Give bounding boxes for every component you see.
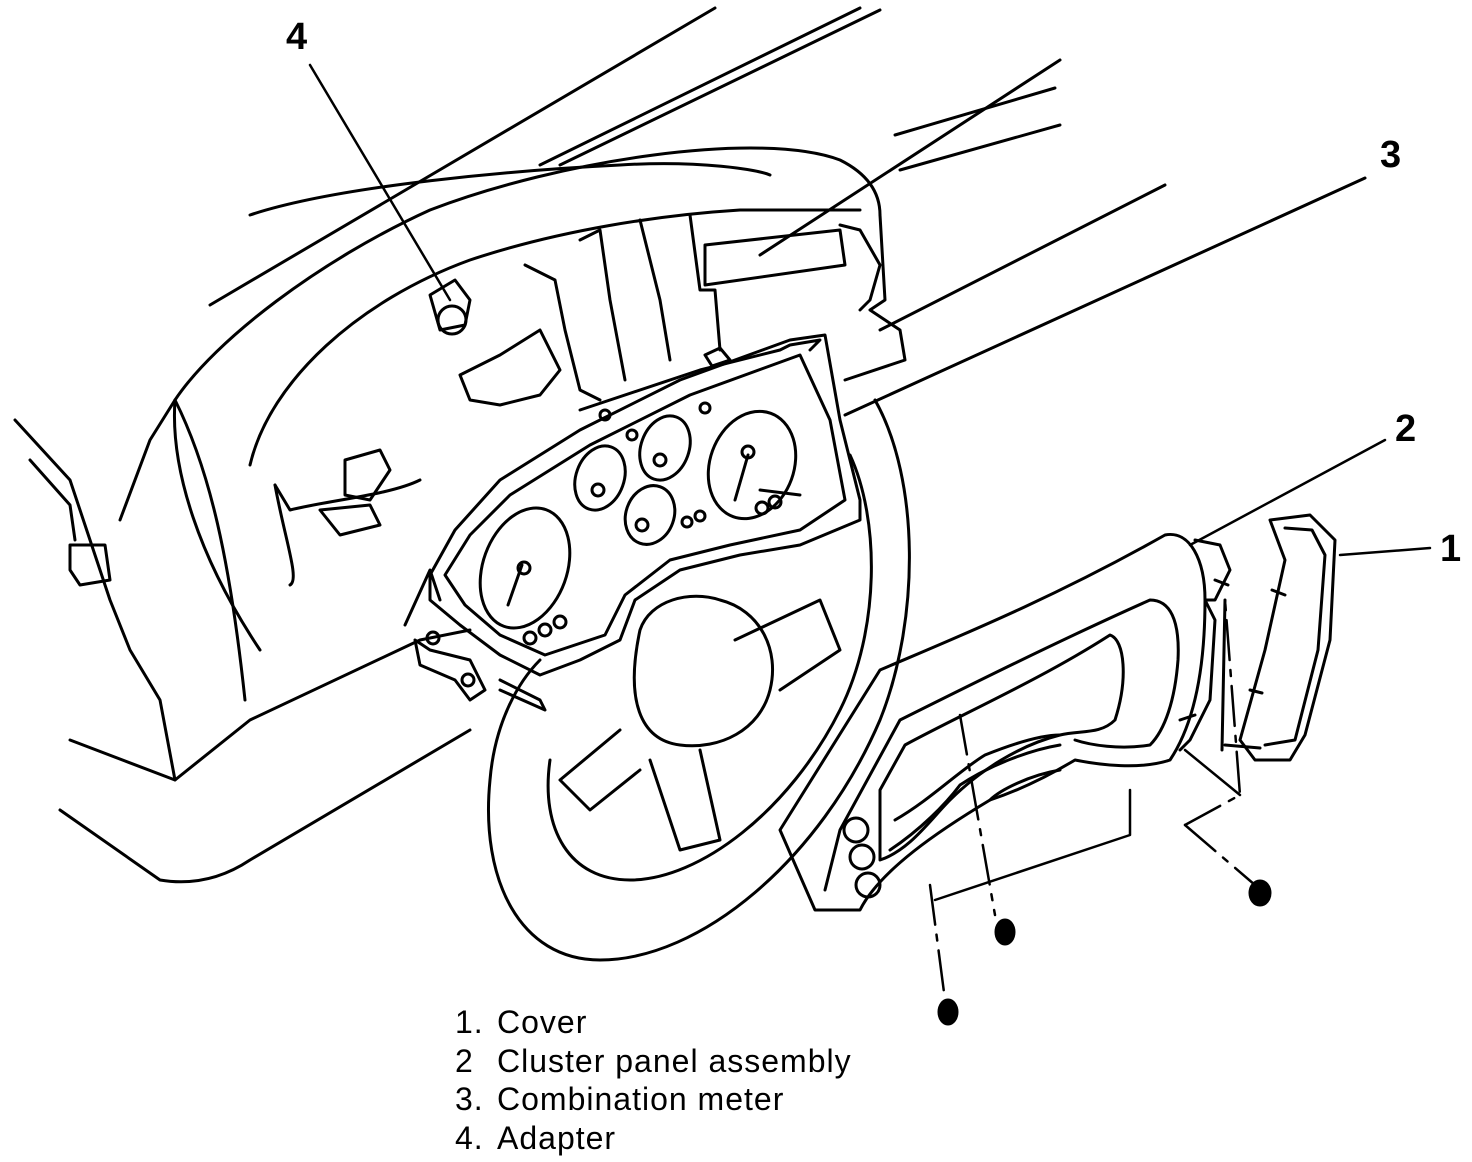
- legend-item: 4. Adapter: [455, 1119, 852, 1158]
- cluster-panel-assembly: [778, 533, 1232, 912]
- screws: [937, 879, 1272, 1026]
- legend-label: Cover: [497, 1004, 588, 1040]
- steering-wheel: [487, 398, 911, 962]
- legend-label: Cluster panel assembly: [497, 1042, 852, 1079]
- callout-3: 3: [1380, 134, 1402, 176]
- legend-number: 1.: [455, 1004, 484, 1040]
- windshield-lines: [208, 6, 1367, 417]
- install-lines: [928, 598, 1257, 1002]
- callout-1: 1: [1440, 528, 1462, 570]
- callout-2: 2: [1395, 408, 1417, 450]
- leader-lines: [308, 63, 1432, 557]
- legend-number: 2: [455, 1042, 474, 1079]
- legend-item: 3. Combination meter: [455, 1080, 852, 1119]
- cover: [1223, 513, 1337, 762]
- parts-legend: 1. Cover 2 Cluster panel assembly 3. Combin…: [455, 1003, 852, 1157]
- legend-label: Combination meter: [497, 1081, 785, 1117]
- legend-item: 1. Cover: [455, 1003, 852, 1042]
- left-side-panel: [13, 398, 472, 884]
- legend-number: 3.: [455, 1081, 484, 1117]
- legend-item: 2 Cluster panel assembly: [455, 1042, 852, 1081]
- combination-meter: [403, 333, 862, 712]
- dashboard-body: [172, 146, 907, 652]
- legend-label: Adapter: [497, 1119, 617, 1156]
- legend-number: 4.: [455, 1119, 484, 1156]
- callout-4: 4: [286, 16, 308, 58]
